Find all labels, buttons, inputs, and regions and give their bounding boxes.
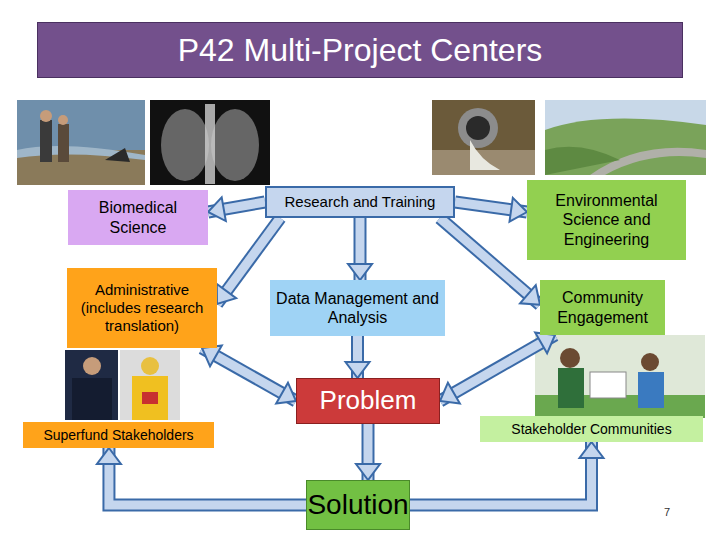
connector-arrow bbox=[440, 333, 555, 404]
core-box: Administrative (includes research transl… bbox=[67, 268, 217, 348]
science-box: Biomedical Science bbox=[68, 190, 208, 245]
node-text: Environmental Science and Engineering bbox=[533, 191, 680, 249]
connector-arrow bbox=[440, 218, 540, 305]
arrow-head bbox=[217, 284, 236, 304]
xray-photo bbox=[150, 100, 270, 185]
connector-arrow bbox=[208, 197, 265, 221]
stakeholder-box: Superfund Stakeholders bbox=[23, 422, 214, 448]
page-number: 7 bbox=[664, 506, 670, 518]
arrow-head bbox=[580, 442, 604, 458]
landfill-photo bbox=[545, 100, 706, 175]
node-text: Solution bbox=[307, 488, 408, 522]
arrow-head bbox=[520, 285, 540, 305]
arrow-head bbox=[97, 448, 121, 464]
node-text: Stakeholder Communities bbox=[511, 421, 671, 438]
arrow-head bbox=[346, 362, 370, 378]
node-text: Problem bbox=[320, 385, 417, 416]
solution-box: Solution bbox=[306, 480, 410, 530]
connector-arrow bbox=[410, 442, 604, 505]
arrow-shaft-outline bbox=[109, 448, 306, 505]
core-box: Community Engagement bbox=[540, 280, 665, 335]
stakeholder-box: Stakeholder Communities bbox=[480, 416, 703, 442]
arrow-head bbox=[440, 383, 460, 404]
hazmat-photo bbox=[120, 350, 180, 420]
arrow-shaft-outline bbox=[410, 442, 592, 505]
problem-box: Problem bbox=[296, 378, 440, 424]
connector-arrow bbox=[356, 424, 380, 480]
title-bar: P42 Multi-Project Centers bbox=[37, 22, 683, 78]
arrow-shaft bbox=[440, 218, 540, 305]
core-box: Data Management and Analysis bbox=[270, 280, 445, 336]
shore-photo bbox=[17, 100, 145, 185]
connector-arrow bbox=[97, 448, 306, 505]
arrow-shaft bbox=[440, 335, 555, 401]
arrow-band: Research and Training bbox=[265, 186, 455, 218]
node-text: Biomedical Science bbox=[74, 198, 202, 236]
connector-arrow bbox=[346, 336, 370, 378]
arrow-shaft-outline bbox=[440, 335, 555, 401]
epa-agent-photo bbox=[65, 350, 118, 420]
title-text: P42 Multi-Project Centers bbox=[178, 32, 543, 69]
arrow-head bbox=[202, 345, 222, 366]
arrow-shaft-outline bbox=[440, 218, 540, 305]
connector-arrow bbox=[455, 198, 527, 222]
arrow-head bbox=[510, 198, 527, 222]
arrow-head bbox=[348, 264, 372, 280]
arrow-head bbox=[356, 464, 380, 480]
node-text: Data Management and Analysis bbox=[276, 289, 439, 327]
node-text: Community Engagement bbox=[546, 288, 659, 326]
node-text: Administrative (includes research transl… bbox=[73, 281, 211, 335]
arrow-head bbox=[276, 383, 296, 404]
community-photo bbox=[535, 335, 705, 418]
arrow-head bbox=[535, 333, 555, 354]
arrow-shaft bbox=[109, 448, 306, 505]
pipe-photo bbox=[432, 100, 535, 175]
node-text: Research and Training bbox=[285, 193, 436, 211]
connector-arrow bbox=[348, 218, 372, 280]
node-text: Superfund Stakeholders bbox=[43, 427, 193, 444]
arrow-head bbox=[208, 197, 226, 221]
arrow-shaft bbox=[410, 442, 592, 505]
connector-arrow bbox=[202, 345, 296, 403]
science-box: Environmental Science and Engineering bbox=[527, 180, 686, 260]
